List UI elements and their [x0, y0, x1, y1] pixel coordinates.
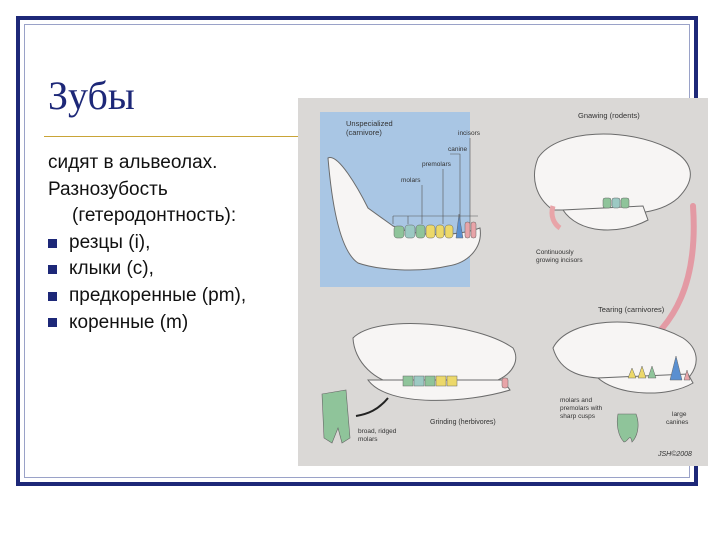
bullet-item: предкоренные (pm),: [48, 283, 318, 310]
teeth-specialization-figure: Unspecialized (carnivore) incisors canin…: [298, 98, 708, 466]
carnivore-skull-drawing: [552, 321, 697, 379]
unspecialized-sublabel: (carnivore): [346, 128, 382, 137]
square-bullet-icon: [48, 238, 57, 248]
rodent-molars: [602, 197, 630, 209]
intro-text: сидят в альвеолах.: [48, 152, 218, 173]
premolars-label: premolars: [422, 161, 452, 168]
square-bullet-icon: [48, 291, 57, 301]
large-canines-label-1: large: [672, 411, 687, 418]
bullet-text: клыки (c),: [69, 258, 154, 280]
unspecialized-label: Unspecialized: [346, 119, 393, 128]
gnawing-label: Gnawing (rodents): [578, 111, 640, 120]
sharp-molars-label-3: sharp cusps: [560, 413, 596, 420]
mandible-drawing: [327, 157, 481, 271]
canine-label: canine: [448, 146, 468, 153]
rodent-jaw-drawing: [562, 205, 649, 231]
sharp-molars-label-2: premolars with: [560, 405, 603, 412]
heterodonty-term: (гетеродонтность):: [72, 205, 237, 227]
continuously-label: Continuously: [536, 249, 574, 256]
heterodonty-heading: Разнозубость: [48, 178, 168, 200]
bullet-text: резцы (i),: [69, 231, 151, 253]
bullet-item: клыки (c),: [48, 256, 318, 283]
square-bullet-icon: [48, 318, 57, 328]
bullet-text: коренные (m): [69, 311, 189, 333]
large-canines-label-2: canines: [666, 419, 689, 426]
incisors-label: incisors: [458, 130, 481, 137]
ridged-molar-closeup: [321, 389, 351, 444]
teeth-illustration: Unspecialized (carnivore) incisors canin…: [320, 111, 697, 458]
sharp-molar-closeup: [616, 413, 639, 443]
rodent-skull-drawing: [534, 133, 691, 215]
slide-title: Зубы: [48, 73, 135, 118]
herbivore-skull-drawing: [352, 323, 517, 387]
bullet-text: предкоренные (pm),: [69, 284, 247, 306]
bullet-item: коренные (m): [48, 310, 318, 337]
tooth-type-leader-lines: [392, 138, 478, 224]
sharp-molars-label-1: molars and: [560, 397, 593, 404]
broad-molars-label-2: molars: [358, 436, 378, 443]
bullet-item: резцы (i),: [48, 230, 318, 257]
broad-molars-label-1: broad, ridged: [358, 428, 397, 435]
slide-body: сидят в альвеолах. Разнозубость (гетерод…: [48, 150, 318, 336]
rodent-incisor: [549, 205, 562, 231]
grinding-label: Grinding (herbivores): [430, 419, 496, 426]
growing-incisors-label: growing incisors: [536, 257, 583, 264]
tearing-label: Tearing (carnivores): [598, 305, 665, 314]
molars-label: molars: [401, 177, 421, 184]
carnivore-teeth: [627, 355, 691, 381]
square-bullet-icon: [48, 265, 57, 275]
grinding-arrow: [355, 397, 389, 417]
herbivore-teeth: [402, 375, 509, 389]
unspecialized-teeth: [393, 213, 477, 239]
carnivore-jaw-drawing: [596, 373, 694, 394]
artist-signature: JSH©2008: [657, 450, 692, 458]
